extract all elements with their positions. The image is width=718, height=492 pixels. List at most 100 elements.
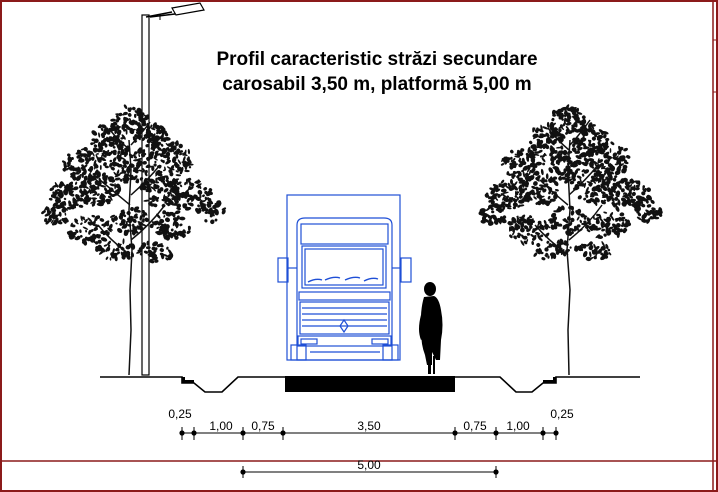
dimension-line-lower [240,466,499,478]
tree-leaf [547,195,551,200]
tree-leaf [613,183,617,187]
tree-leaf [159,125,165,131]
tree-leaf [179,150,184,153]
tree-leaf [176,149,182,154]
tree-leaf [556,208,560,212]
tree-leaf [558,126,561,133]
tree-leaf [186,199,190,203]
tree-leaf [525,178,529,185]
tree-leaf [200,206,204,210]
tree-leaf [133,167,139,170]
tree-leaf [100,237,108,242]
tree-leaf [547,226,551,229]
tree-leaf [66,231,72,236]
tree-leaf [520,240,525,246]
tree-leaf [142,122,147,127]
tree-leaf [566,159,572,163]
tree-leaf [520,148,525,152]
tree-leaf [120,151,122,157]
tree-leaf [146,156,151,162]
tree-leaf [576,150,580,154]
tree-leaf [156,131,159,135]
tree-leaf [127,223,132,227]
tree-leaf [176,207,181,211]
tree-leaf [186,177,192,182]
tree-leaf [174,220,179,226]
title-line-1: Profil caracteristic străzi secundare [216,49,537,70]
tree-leaf [627,184,630,191]
tree-leaf [184,149,187,157]
tree-leaf [564,114,568,117]
tree-leaf [116,251,121,255]
tree-leaf [526,155,530,160]
tree-leaf [106,151,109,154]
tree-leaf [183,193,188,199]
tree-leaf [524,187,528,191]
tree-leaf [127,107,132,113]
tree-leaf [562,156,566,163]
tree-leaf [565,249,571,253]
tree-leaf [610,186,617,193]
tree-leaf [606,229,612,236]
tree-leaf [155,198,159,202]
tree-leaf [483,213,487,217]
tree-leaf [608,252,612,256]
tree-leaf [157,173,163,177]
tree-leaf [582,244,587,249]
tree-leaf [203,187,208,191]
tree-leaf [131,252,134,258]
tree-leaf [177,166,182,172]
tree-leaf [59,193,64,198]
tree-leaf [525,191,530,197]
tree-leaf [514,195,518,198]
tree-leaf [123,252,127,256]
tree-leaf [572,107,577,110]
tree-leaf [553,149,558,154]
tree-leaf [80,184,84,188]
tree-leaf [161,203,166,208]
tree-leaf [205,192,211,196]
tree-leaf [522,235,528,240]
tree-leaf [608,191,613,196]
tree-leaf [184,163,189,167]
tree-leaf [128,163,135,168]
tree-leaf [71,224,76,228]
tree-leaf [52,202,59,207]
tree-leaf [195,183,202,188]
tree-leaf [103,244,108,247]
tree-leaf [148,132,155,137]
tree-leaf [616,157,621,162]
tree-leaf [596,187,602,193]
tree-leaf [564,156,572,161]
tree-leaf [166,180,172,185]
tree-leaf [148,186,152,193]
tree-leaf [523,240,528,245]
tree-leaf [554,189,559,192]
tree-leaf [122,177,127,180]
tree-leaf [165,257,169,261]
tree-leaf [122,238,125,245]
tree-leaf [520,214,526,220]
tree-leaf [565,104,570,110]
tree-leaf [605,243,609,250]
tree-leaf [591,125,595,130]
tree-leaf [509,164,514,170]
tree-leaf [551,142,555,146]
tree-leaf [151,221,157,224]
tree-leaf [204,219,208,223]
tree-leaf [585,256,592,262]
tree-leaf [567,170,571,177]
tree-leaf [94,224,99,228]
tree-leaf [609,148,612,153]
tree-leaf [123,230,129,236]
tree-leaf [609,165,615,171]
tree-leaf [110,253,115,258]
tree-leaf [197,197,200,201]
tree-leaf [82,240,86,244]
tree-leaf [516,220,522,225]
tree-leaf [509,225,515,232]
tree-leaf [175,140,179,147]
tree-leaf [152,256,158,261]
tree-leaf [174,197,178,201]
tree-leaf [176,203,182,209]
